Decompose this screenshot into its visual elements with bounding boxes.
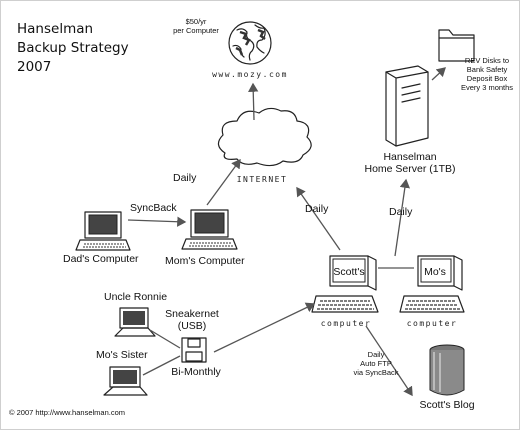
home-server-icon xyxy=(385,65,429,147)
line-sister-to-usb xyxy=(142,355,181,376)
uncle-ronnie-label: Uncle Ronnie xyxy=(104,291,167,303)
title-line-1: Hanselman xyxy=(17,21,93,37)
line-uncle-to-usb xyxy=(149,329,181,349)
title-line-2: Backup Strategy xyxy=(17,40,129,56)
title-line-3: 2007 xyxy=(17,59,51,75)
scotts-blog-label: Scott's Blog xyxy=(419,399,474,411)
mos-computer-icon xyxy=(399,255,465,313)
folder-icon xyxy=(438,29,475,62)
rev-disks-line-3: Deposit Box xyxy=(467,74,508,83)
arrow-internet-to-mozy xyxy=(248,82,259,121)
rev-disks-line-2: Bank Safety xyxy=(467,65,508,74)
sneakernet-line-1: Sneakernet xyxy=(165,308,219,320)
arrow-sneakernet-to-scotts xyxy=(213,302,316,353)
arrow-server-to-folder xyxy=(431,67,446,81)
moms-computer-icon xyxy=(181,209,238,250)
sneakernet-frequency: Bi-Monthly xyxy=(171,366,221,378)
arrow-scotts-to-blog xyxy=(365,325,413,397)
sneakernet-line-2: (USB) xyxy=(178,320,207,332)
mozy-site-label: www.mozy.com xyxy=(212,70,288,79)
rev-disks-line-1: REV Disks to xyxy=(465,56,509,65)
edge-label-ftp-line-3: via SyncBack xyxy=(353,368,398,377)
database-icon xyxy=(429,344,465,396)
laptop-icon xyxy=(103,366,148,396)
mos-computer-label: computer xyxy=(407,319,458,328)
globe-icon xyxy=(228,21,272,65)
edge-label-syncback: SyncBack xyxy=(130,202,177,214)
home-server-line-1: Hanselman xyxy=(383,151,436,163)
mos-sister-label: Mo's Sister xyxy=(96,349,148,361)
copyright-notice: © 2007 http://www.hanselman.com xyxy=(9,408,125,417)
edge-label-ftp-line-1: Daily xyxy=(368,350,385,359)
edge-label-ftp-line-2: Auto FTP xyxy=(360,359,392,368)
edge-label-mom-daily: Daily xyxy=(173,172,197,184)
mos-screen-label: Mo's xyxy=(424,266,446,278)
mozy-price-line-1: $50/yr xyxy=(186,17,207,26)
scotts-computer-icon xyxy=(311,255,379,313)
internet-cloud-icon xyxy=(217,107,312,167)
laptop-icon xyxy=(114,307,156,337)
moms-computer-label: Mom's Computer xyxy=(165,255,245,267)
arrow-dad-to-mom xyxy=(127,216,187,227)
mozy-price-line-2: per Computer xyxy=(173,26,219,35)
dads-computer-label: Dad's Computer xyxy=(63,253,139,265)
scotts-screen-label: Scott's xyxy=(333,266,364,278)
arrow-scotts-to-internet xyxy=(296,186,341,251)
edge-label-server-daily: Daily xyxy=(389,206,413,218)
arrow-scotts-to-server xyxy=(394,178,411,257)
edge-label-scotts-daily: Daily xyxy=(305,203,329,215)
usb-disk-icon xyxy=(181,337,207,363)
dads-computer-icon xyxy=(75,211,131,251)
internet-label: INTERNET xyxy=(237,175,288,184)
home-server-line-2: Home Server (1TB) xyxy=(364,163,455,175)
rev-disks-line-4: Every 3 months xyxy=(461,83,513,92)
scotts-computer-label: computer xyxy=(321,319,372,328)
arrow-mom-to-internet xyxy=(206,158,241,206)
